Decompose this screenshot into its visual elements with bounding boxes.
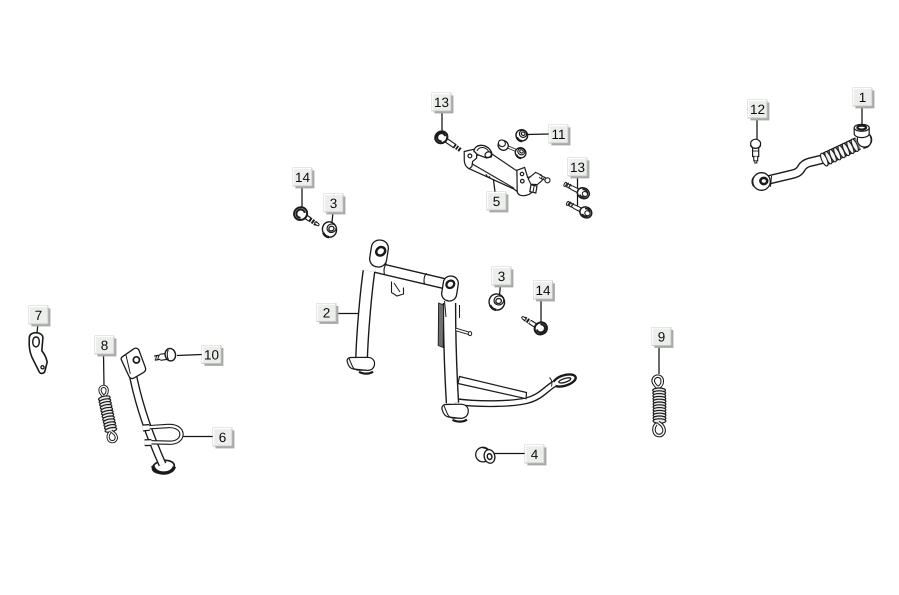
svg-text:5: 5 xyxy=(493,194,501,209)
svg-text:9: 9 xyxy=(658,330,666,345)
svg-text:3: 3 xyxy=(498,269,506,284)
svg-text:11: 11 xyxy=(551,127,565,142)
svg-text:13: 13 xyxy=(434,95,449,110)
svg-text:10: 10 xyxy=(204,348,219,363)
svg-text:6: 6 xyxy=(219,430,227,445)
svg-text:8: 8 xyxy=(101,338,109,353)
svg-text:2: 2 xyxy=(323,306,331,321)
svg-text:13: 13 xyxy=(570,160,585,175)
svg-text:14: 14 xyxy=(295,170,311,185)
svg-text:14: 14 xyxy=(535,283,551,298)
svg-text:1: 1 xyxy=(859,90,867,105)
svg-text:3: 3 xyxy=(330,196,338,211)
svg-text:7: 7 xyxy=(35,308,43,323)
svg-text:12: 12 xyxy=(750,102,765,117)
svg-text:4: 4 xyxy=(531,447,539,462)
